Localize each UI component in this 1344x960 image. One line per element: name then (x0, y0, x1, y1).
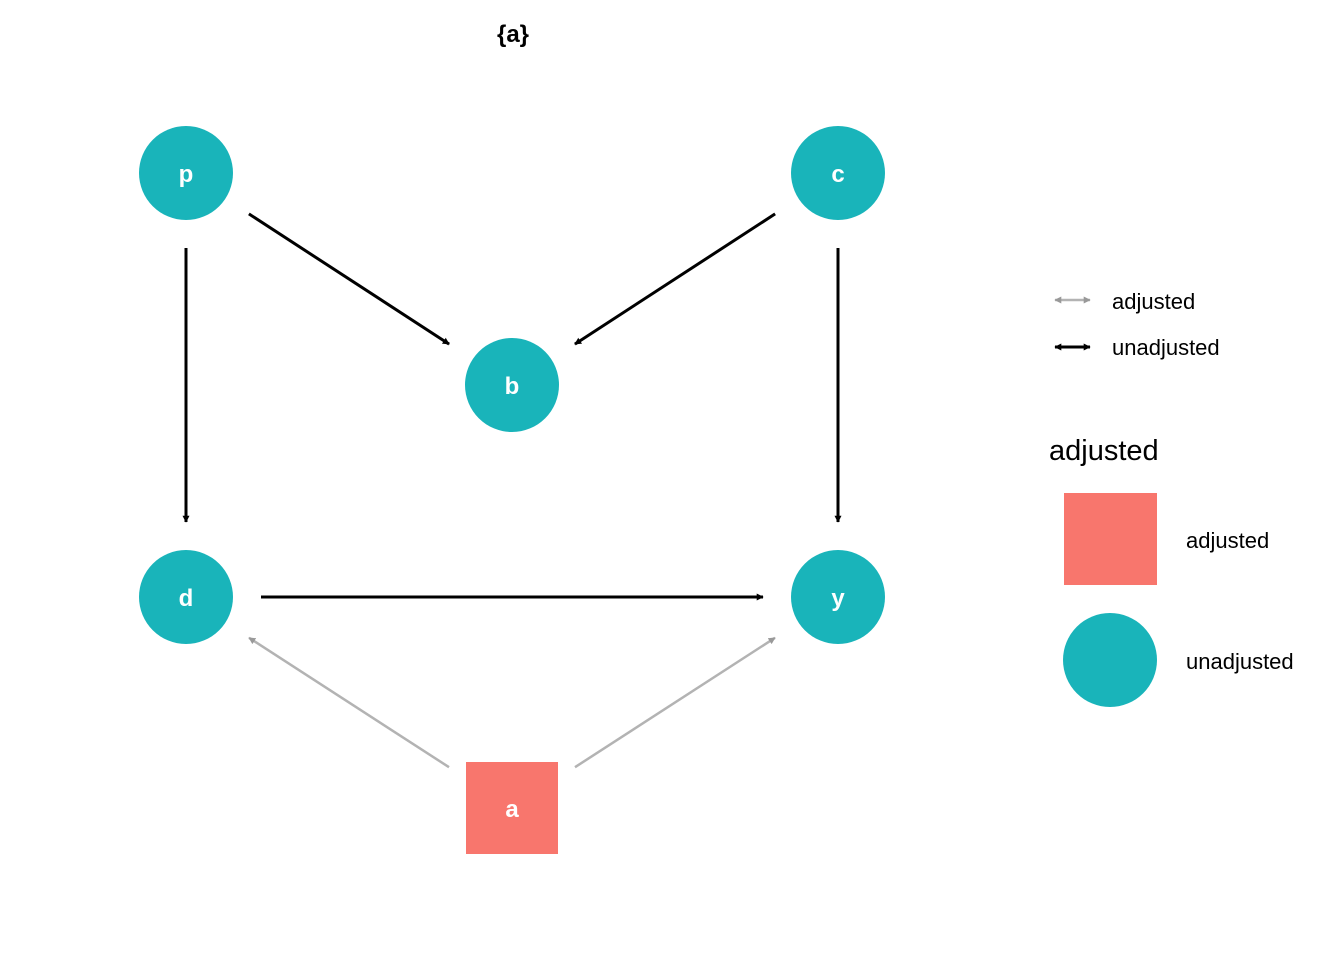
node-label-c: c (831, 161, 844, 188)
edge-legend-label-adjusted: adjusted (1112, 289, 1195, 314)
edge-legend-label-unadjusted: unadjusted (1112, 335, 1220, 360)
node-label-a: a (505, 796, 519, 823)
node-d: d (139, 550, 233, 644)
edges-layer (182, 212, 842, 769)
edge-a-to-d (248, 636, 450, 769)
node-p: p (139, 126, 233, 220)
node-legend-label-adjusted: adjusted (1186, 528, 1269, 553)
node-a: a (466, 762, 558, 854)
plot-title: {a} (497, 21, 529, 48)
node-c-circle (791, 126, 885, 220)
node-b: b (465, 338, 559, 432)
node-legend: adjusted adjusted unadjusted (1049, 435, 1294, 707)
node-y-circle (791, 550, 885, 644)
edge-legend: adjusted unadjusted (1054, 289, 1220, 360)
node-legend-key-adjusted (1064, 493, 1157, 585)
node-c: c (791, 126, 885, 220)
node-legend-key-unadjusted (1063, 613, 1157, 707)
node-d-circle (139, 550, 233, 644)
edge-p-to-b (248, 212, 450, 346)
node-label-d: d (179, 585, 194, 612)
edge-a-to-y (574, 636, 776, 769)
node-y: y (791, 550, 885, 644)
node-legend-label-unadjusted: unadjusted (1186, 649, 1294, 674)
node-legend-title: adjusted (1049, 435, 1159, 467)
node-b-circle (465, 338, 559, 432)
node-a-square (466, 762, 558, 854)
edge-c-to-b (574, 212, 776, 346)
node-p-circle (139, 126, 233, 220)
node-label-b: b (505, 373, 520, 400)
node-label-y: y (831, 585, 845, 612)
nodes-layer: p c b d y a (139, 126, 885, 854)
node-label-p: p (179, 161, 194, 188)
